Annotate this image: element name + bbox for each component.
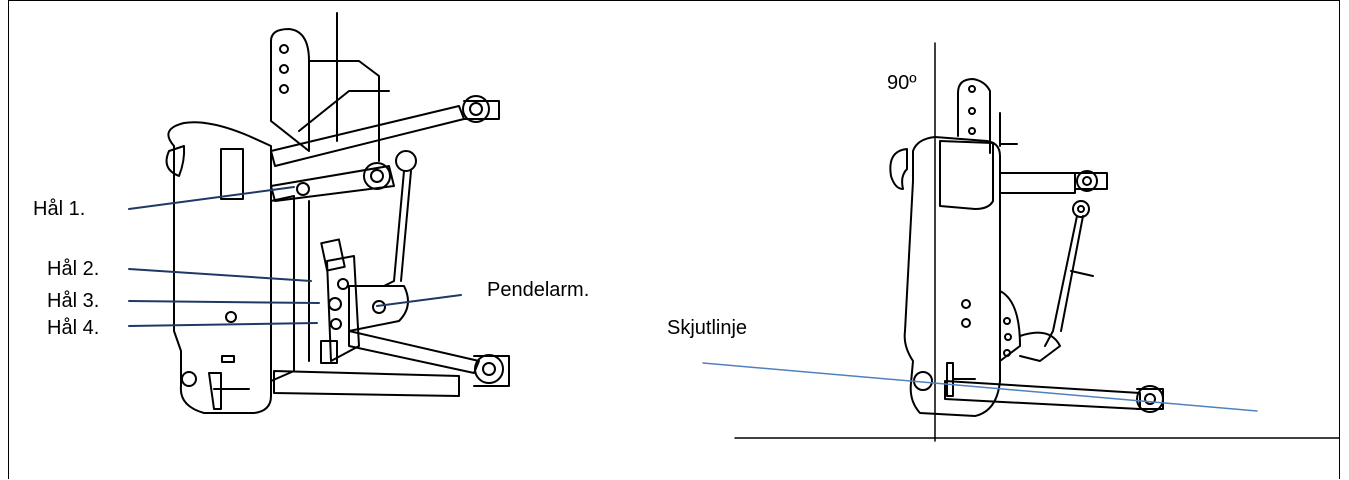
upper-tower	[957, 78, 991, 154]
right-figure-panel: 90º Skjutlinje	[655, 0, 1340, 479]
lower-ball-joint	[474, 354, 504, 384]
pendulum-side	[1019, 331, 1061, 362]
firing-line	[702, 362, 1258, 412]
locking-lever	[208, 372, 250, 410]
coupler-hole	[225, 311, 237, 323]
upper-link-side	[999, 172, 1076, 194]
hole-4	[330, 318, 342, 330]
top-link-joint	[1072, 200, 1090, 218]
hitch-assembly-drawing	[128, 12, 510, 414]
upper-frame-plate	[270, 28, 310, 152]
label-angle: 90º	[887, 72, 917, 94]
top-link	[383, 170, 405, 287]
upper-link-arm-2	[270, 165, 395, 202]
lower-link-arm-2	[273, 370, 460, 397]
label-hole-4: Hål 4.	[47, 317, 100, 339]
label-firing-line: Skjutlinje	[667, 317, 748, 339]
main-coupler-plate	[167, 121, 272, 414]
lower-link-arm	[348, 330, 480, 374]
top-link-ball-joint	[363, 162, 391, 190]
coupler-plate-side	[903, 136, 1001, 417]
hole-plate-side	[999, 290, 1021, 362]
coupler-face	[939, 140, 994, 210]
coupler-hook-side	[889, 148, 908, 190]
lower-link-side	[944, 380, 1141, 410]
hole-3	[328, 297, 342, 311]
coupler-slot	[220, 148, 244, 200]
hole-1	[296, 182, 310, 196]
leader-pendulum	[376, 294, 462, 307]
top-link-side	[1044, 215, 1084, 347]
locking-lever-side	[946, 362, 976, 397]
upper-link-arm	[270, 105, 465, 167]
hole-plate	[326, 255, 360, 362]
upper-ball-joint	[462, 95, 490, 123]
label-pendulum-arm: Pendelarm.	[487, 279, 590, 301]
label-hole-1: Hål 1.	[33, 198, 86, 220]
leader-hole-1	[128, 186, 295, 210]
leader-hole-4	[128, 322, 318, 327]
side-view-drawing	[702, 42, 1340, 442]
leader-hole-3	[128, 300, 320, 304]
label-hole-3: Hål 3.	[47, 290, 100, 312]
leader-lines	[128, 186, 462, 327]
left-figure-panel: Hål 1. Hål 2. Hål 3. Hål 4. Pendelarm.	[8, 0, 656, 479]
pendulum-arm	[348, 285, 409, 332]
label-hole-2: Hål 2.	[47, 258, 100, 280]
hole-2	[337, 278, 349, 290]
coupler-hook	[165, 145, 186, 177]
upper-joint-side	[1076, 170, 1098, 192]
leader-hole-2	[128, 268, 312, 282]
